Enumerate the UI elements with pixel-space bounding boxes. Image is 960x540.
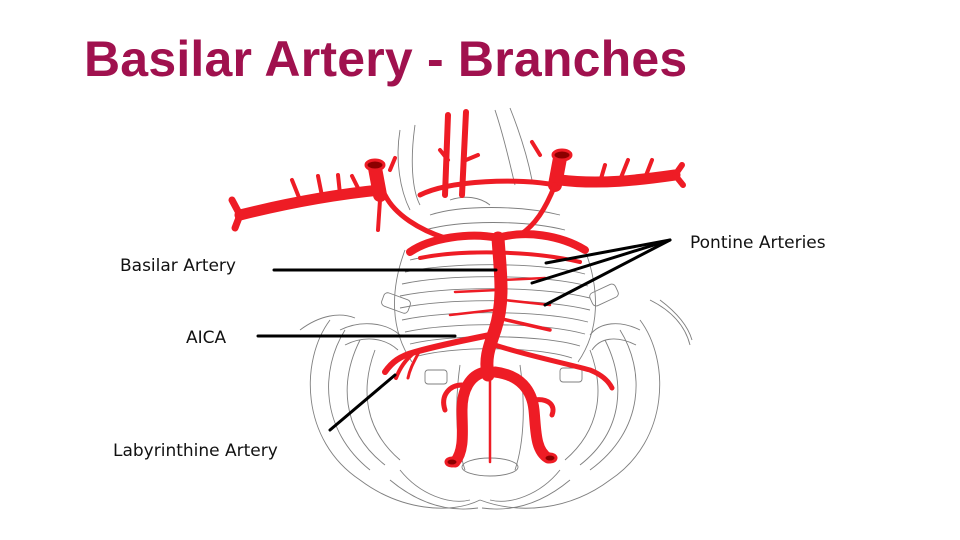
pontine-branch <box>502 298 552 307</box>
right-middle-cerebral-artery <box>554 169 681 188</box>
label-basilar-artery: Basilar Artery <box>120 256 236 276</box>
label-pontine-arteries: Pontine Arteries <box>690 233 826 253</box>
label-aica: AICA <box>186 328 227 348</box>
right-posterior-communicating <box>517 182 558 238</box>
left-middle-cerebral-artery <box>234 184 386 221</box>
left-internal-carotid <box>368 161 387 202</box>
left-vertebral-artery <box>449 366 491 468</box>
right-posterior-cerebral <box>494 230 589 254</box>
pontine-leader-3 <box>543 238 672 307</box>
pontine-leader-1 <box>544 238 672 265</box>
slide-title: Basilar Artery - Branches <box>84 31 688 87</box>
right-aica <box>492 342 615 391</box>
pontine-branch <box>500 276 547 282</box>
label-labyrinthine-artery: Labyrinthine Artery <box>113 441 278 461</box>
pontine-branch <box>453 288 500 294</box>
leader-lines <box>256 238 672 432</box>
pontine-branch <box>448 308 496 317</box>
pontine-branch <box>496 316 552 332</box>
labyrinthine-artery <box>394 350 417 380</box>
labyrinthine-leader <box>328 373 397 432</box>
left-posterior-cerebral <box>406 231 502 256</box>
basilar-artery <box>480 231 508 382</box>
right-vertebral-artery <box>489 366 554 464</box>
pontine-leader-2 <box>530 238 672 285</box>
left-posterior-communicating <box>382 192 448 241</box>
artery-network <box>228 109 686 468</box>
